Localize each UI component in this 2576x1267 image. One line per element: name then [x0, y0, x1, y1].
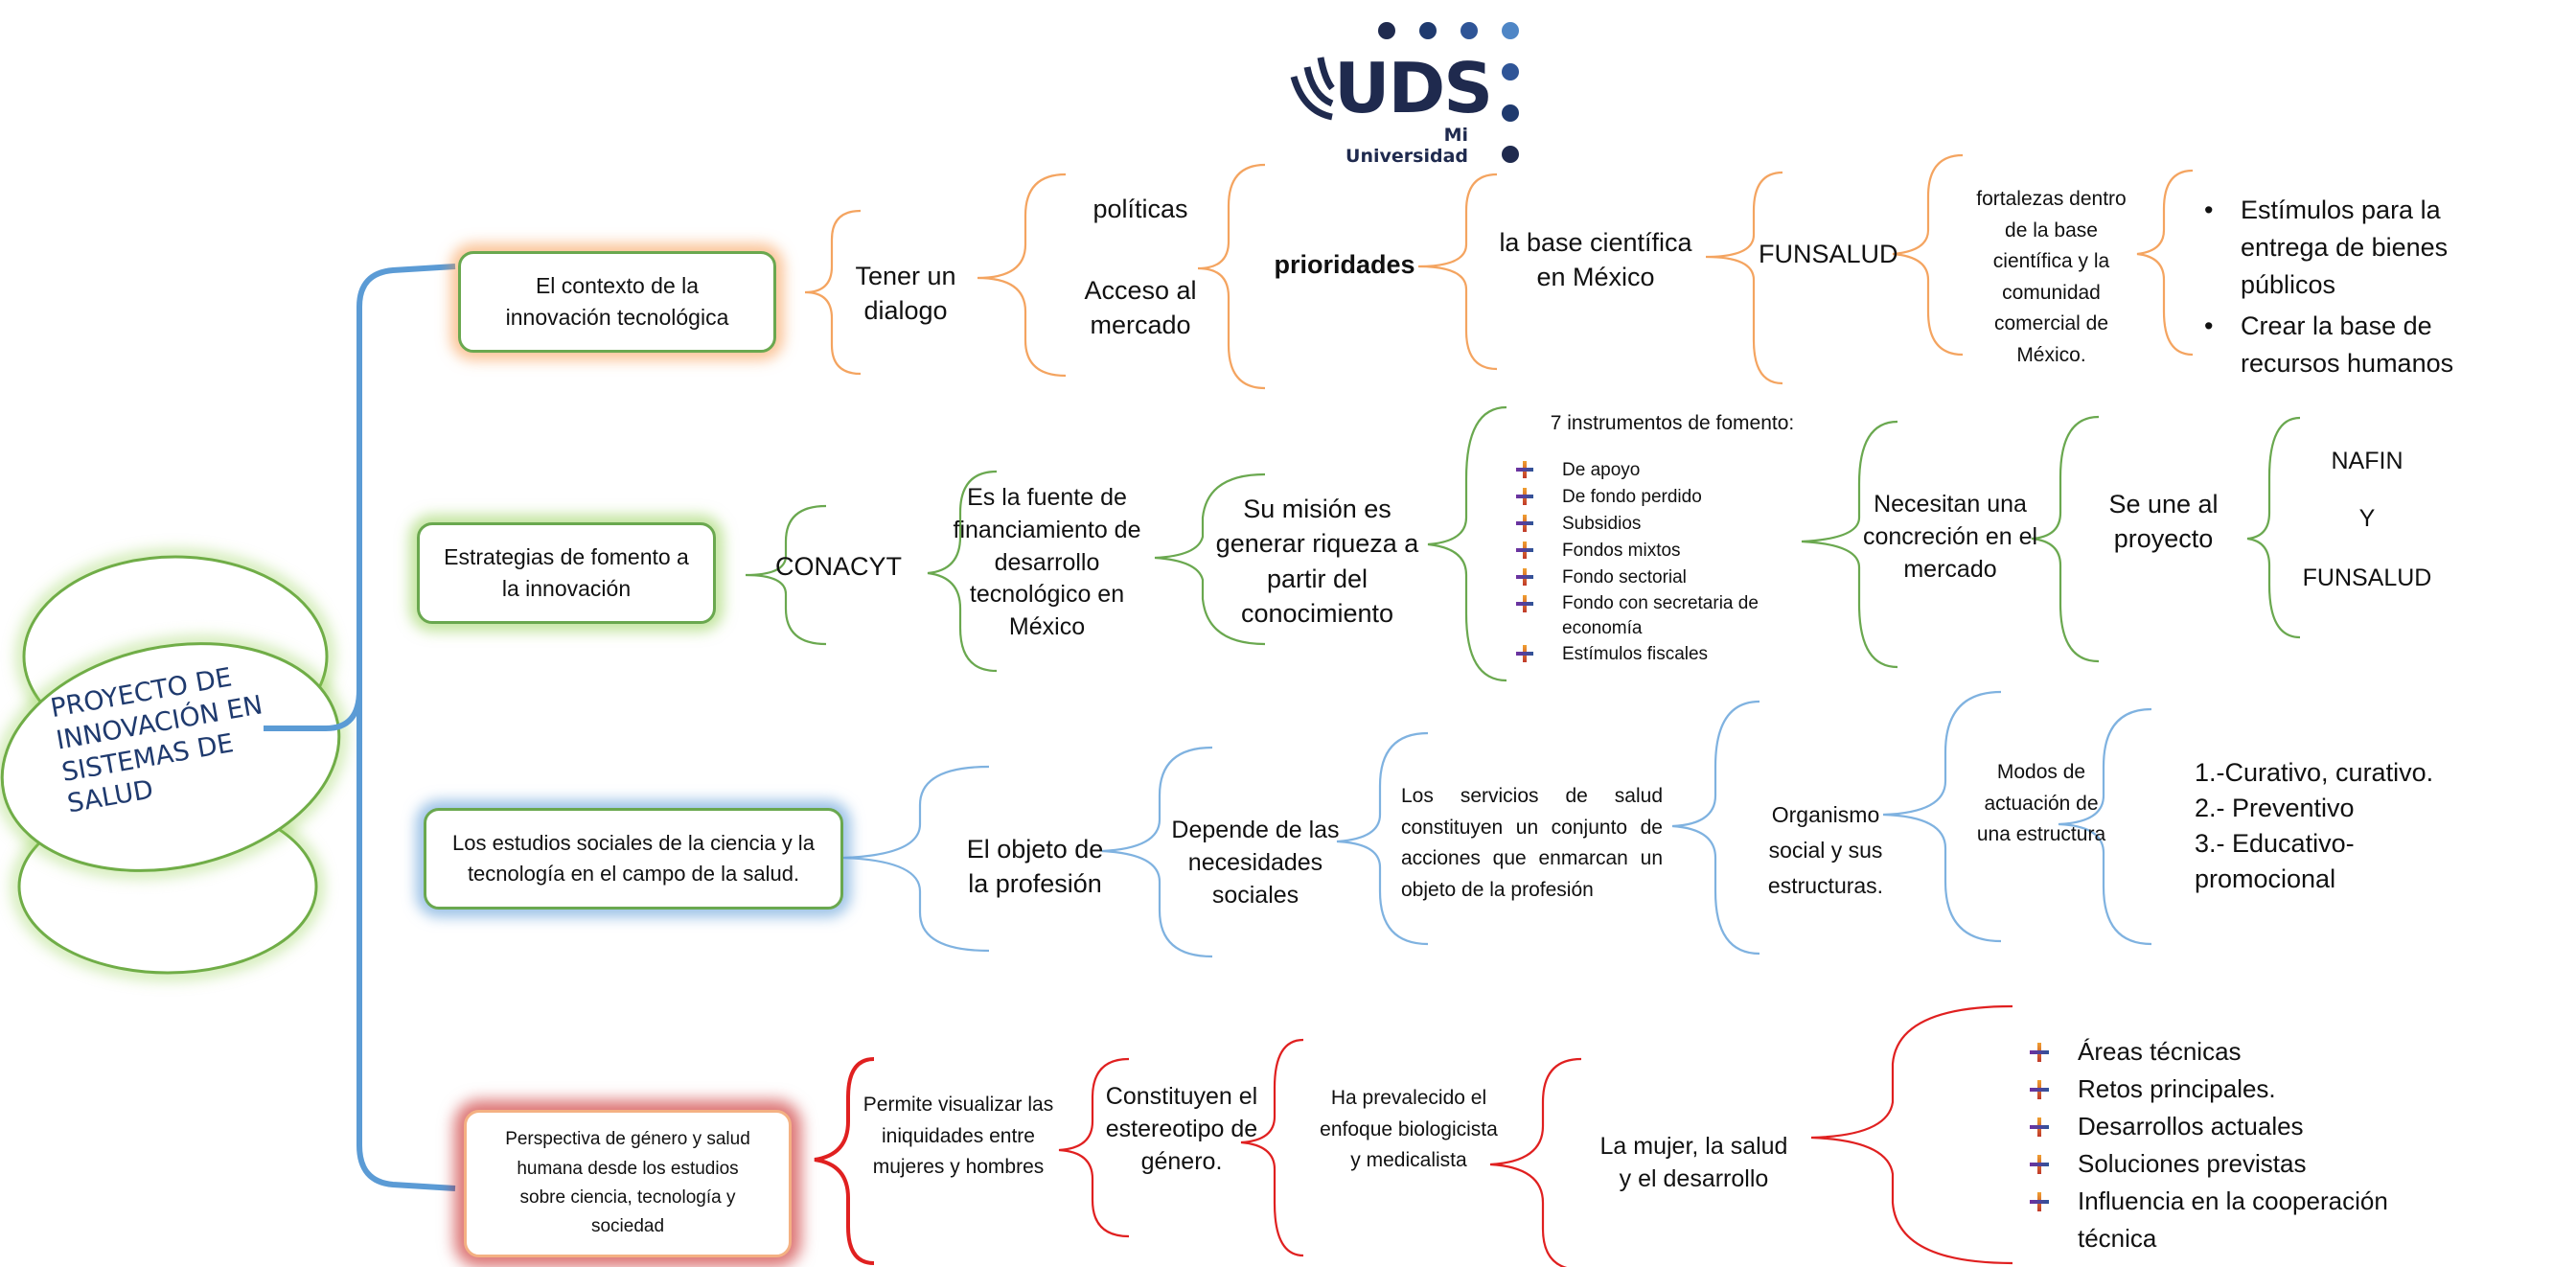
- plus-bullet-icon: [2030, 1080, 2049, 1099]
- plus-bullet-icon: [2030, 1155, 2049, 1174]
- branch1-fortalezas: fortalezas dentro de la base científica …: [1976, 188, 2127, 366]
- bullet-dot-icon: •: [2204, 196, 2214, 224]
- plus-bullet-icon: [2030, 1117, 2049, 1137]
- uds-logo: UDS Mi Universidad: [1284, 17, 1533, 171]
- area-item: Retos principales.: [2030, 1071, 2432, 1108]
- plus-bullet-icon: [1516, 461, 1533, 478]
- branch1-bullets: •Estímulos para la entrega de bienes púb…: [2195, 192, 2501, 382]
- branch4-mujer: La mujer, la salud y el desarrollo: [1599, 1133, 1788, 1192]
- modos-item: 1.-Curativo, curativo.: [2195, 758, 2434, 787]
- branch2-instrumentos-title: 7 instrumentos de fomento:: [1550, 412, 1795, 434]
- branch1-acceso: Acceso al mercado: [1084, 276, 1197, 340]
- branch2-fuente: Es la fuente de financiamiento de desarr…: [953, 484, 1141, 640]
- branch4-box: Perspectiva de género y salud humana des…: [464, 1110, 792, 1257]
- logo-text: UDS: [1334, 48, 1493, 128]
- modos-item: 2.- Preventivo: [2195, 794, 2355, 822]
- branch2-y: Y: [2358, 505, 2376, 532]
- plus-bullet-icon: [1516, 595, 1533, 612]
- modos-item: 3.- Educativo-promocional: [2195, 829, 2355, 893]
- branch3-modos-list: 1.-Curativo, curativo. 2.- Preventivo 3.…: [2195, 755, 2482, 897]
- branch2-mision: Su misión es generar riqueza a partir de…: [1215, 495, 1419, 629]
- branch2-conacyt: CONACYT: [774, 552, 902, 581]
- instrument-item: Estímulos fiscales: [1516, 641, 1804, 668]
- branch3-depende: Depende de las necesidades sociales: [1171, 817, 1340, 909]
- plus-bullet-icon: [1516, 645, 1533, 662]
- branch2-funsalud: FUNSALUD: [2302, 564, 2432, 591]
- branch3-organismo: Organismo social y sus estructuras.: [1767, 802, 1884, 898]
- branch3-objeto: El objeto de la profesión: [966, 835, 1104, 899]
- branch1-base: la base científica en México: [1499, 228, 1692, 292]
- plus-bullet-icon: [2030, 1192, 2049, 1211]
- branch1-prioridades: prioridades: [1274, 250, 1415, 279]
- branch1-dialogo: Tener un dialogo: [855, 262, 956, 326]
- plus-bullet-icon: [1516, 515, 1533, 532]
- logo-mark: [1290, 22, 1519, 163]
- center-ellipse-main: [0, 642, 341, 872]
- instrument-item: De fondo perdido: [1516, 484, 1804, 511]
- branch3-modos: Modos de actuación de una estructura: [1976, 761, 2106, 846]
- branch2-instrumentos-list: De apoyo De fondo perdido Subsidios Fond…: [1516, 457, 1804, 668]
- instrument-item: Fondos mixtos: [1516, 538, 1804, 564]
- branch1-politicas: políticas: [1092, 195, 1188, 223]
- bullet-item: •Crear la base de recursos humanos: [2195, 308, 2501, 382]
- logo-subtitle: Mi Universidad: [1346, 125, 1468, 167]
- branch2-nafin: NAFIN: [2331, 448, 2404, 474]
- branch4-permite: Permite visualizar las iniquidades entre…: [862, 1094, 1054, 1179]
- area-item: Soluciones previstas: [2030, 1145, 2432, 1183]
- branch4-areas-list: Áreas técnicas Retos principales. Desarr…: [2030, 1033, 2432, 1257]
- plus-bullet-icon: [1516, 568, 1533, 586]
- branch3-servicios: Los servicios de salud constituyen un co…: [1401, 785, 1663, 901]
- plus-bullet-icon: [1516, 541, 1533, 559]
- branch3-box: Los estudios sociales de la ciencia y la…: [424, 808, 843, 910]
- bullet-dot-icon: •: [2204, 311, 2214, 340]
- instrument-item: Fondo sectorial: [1516, 564, 1804, 591]
- branch4-constituyen: Constituyen el estereotipo de género.: [1105, 1083, 1258, 1175]
- area-item: Desarrollos actuales: [2030, 1108, 2432, 1145]
- area-item: Influencia en la cooperación técnica: [2030, 1183, 2432, 1257]
- branch2-box: Estrategias de fomento a la innovación: [417, 522, 716, 624]
- branch2-concrecion: Necesitan una concreción en el mercado: [1862, 491, 2038, 583]
- branch1-funsalud: FUNSALUD: [1759, 240, 1898, 268]
- bullet-item: •Estímulos para la entrega de bienes púb…: [2195, 192, 2501, 304]
- area-item: Áreas técnicas: [2030, 1033, 2432, 1071]
- branch4-prevalecido: Ha prevalecido el enfoque biologicista y…: [1320, 1087, 1498, 1172]
- plus-bullet-icon: [2030, 1043, 2049, 1062]
- instrument-item: De apoyo: [1516, 457, 1804, 484]
- branch2-seune: Se une al proyecto: [2108, 490, 2219, 554]
- instrument-item: Subsidios: [1516, 511, 1804, 538]
- instrument-item: Fondo con secretaria de economía: [1516, 591, 1804, 641]
- plus-bullet-icon: [1516, 488, 1533, 505]
- branch1-box: El contexto de la innovación tecnológica: [458, 251, 776, 353]
